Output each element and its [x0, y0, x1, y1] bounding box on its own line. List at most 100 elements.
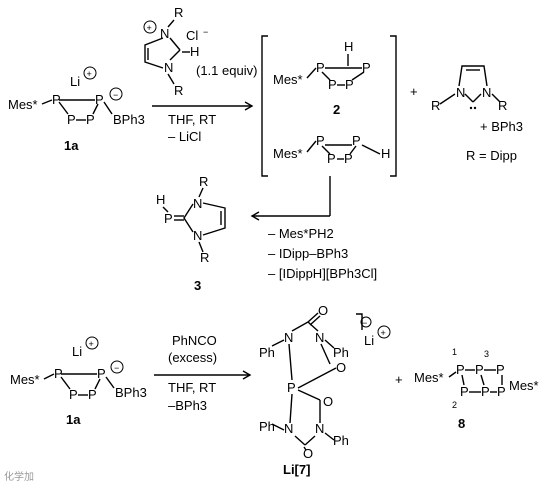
atom-n: N	[284, 421, 293, 436]
bond	[297, 389, 321, 401]
position-1: 1	[452, 347, 457, 357]
scheme1-second-arrow: – Mes*PH2 – IDipp–BPh3 – [IDippH][BPh3Cl…	[250, 176, 377, 281]
bond	[288, 343, 293, 381]
bond	[198, 241, 204, 253]
ring-bonds	[144, 37, 164, 69]
r-group: R	[174, 83, 183, 98]
bond	[361, 144, 381, 155]
bond	[461, 374, 465, 386]
loss-line: – Mes*PH2	[268, 226, 334, 241]
bph3-label: BPh3	[113, 112, 145, 127]
li-counterion: Li	[364, 333, 374, 348]
atom-n: N	[315, 330, 324, 345]
bond	[320, 343, 331, 365]
minus-sign: −	[362, 318, 367, 328]
bond	[439, 93, 456, 105]
bond	[472, 93, 482, 103]
atom-n: N	[193, 196, 202, 211]
bond	[289, 393, 293, 424]
scheme2-product-7: O N N Ph Ph O P O N N Ph Ph O − Li +	[259, 303, 391, 477]
compound-label-2: 2	[333, 102, 340, 117]
bond	[169, 49, 181, 61]
atom-o: O	[303, 446, 313, 461]
mes-label: Mes*	[509, 378, 539, 393]
bond	[306, 140, 317, 153]
bond	[58, 101, 69, 115]
loss-line: – IDipp–BPh3	[268, 246, 348, 261]
compound-label-3: 3	[194, 278, 201, 293]
plus-charge-icon	[83, 66, 97, 80]
mes-label: Mes*	[273, 72, 303, 87]
minus-sign: −	[114, 363, 119, 373]
scheme2-side-product-8: + Mes* P 1 P P 3 P 2 P P Mes* 8	[395, 347, 539, 431]
atom-p: P	[456, 362, 465, 377]
atom-p: P	[88, 387, 97, 402]
atom-o: O	[318, 303, 328, 318]
scheme2-reaction-arrow: PhNCO (excess) THF, RT –BPh3	[154, 333, 252, 413]
compound-label-1a: 1a	[64, 138, 79, 153]
ring-bonds	[183, 203, 194, 233]
ring-bonds	[202, 202, 226, 236]
atom-n: N	[315, 421, 324, 436]
atom-p: P	[95, 92, 104, 107]
atom-p: P	[52, 92, 61, 107]
bond	[60, 376, 71, 390]
bond	[103, 101, 113, 115]
minus-charge-icon	[360, 316, 372, 328]
atom-p: P	[475, 362, 484, 377]
atom-n: N	[456, 85, 465, 100]
r-group: R	[498, 98, 507, 113]
scheme1-intermediate-bracket: Mes* P P P P H 2 Mes* P P P P H	[261, 35, 397, 177]
bond	[105, 376, 115, 389]
mes-label: Mes*	[273, 146, 303, 161]
atom-n: N	[482, 85, 491, 100]
arrow-head-icon	[250, 211, 260, 221]
bond	[43, 373, 55, 380]
bond	[169, 37, 181, 51]
mes-label: Mes*	[10, 372, 40, 387]
atom-h: H	[190, 44, 199, 59]
reagent-line: PhNCO	[172, 333, 217, 348]
bond	[307, 321, 319, 332]
ring-bonds	[458, 65, 488, 87]
arrow-head-icon	[242, 370, 252, 380]
reagent-line: (excess)	[168, 350, 217, 365]
minus-sign: −	[113, 90, 118, 100]
atom-o: O	[336, 360, 346, 375]
bond	[324, 339, 335, 349]
bond	[162, 206, 169, 213]
scheme1-reactant-1a: Li + Mes* P P P P − BPh3 1a	[8, 66, 145, 153]
bond	[491, 93, 501, 103]
bond	[291, 321, 309, 332]
atom-n: N	[164, 60, 173, 75]
wedge-bond	[297, 367, 337, 389]
atom-p: P	[54, 366, 63, 381]
reagent-equiv: (1.1 equiv)	[196, 63, 257, 78]
atom-p: P	[328, 77, 337, 92]
atom-p: P	[287, 380, 296, 395]
condition-line: THF, RT	[168, 112, 216, 127]
atom-p: P	[316, 60, 325, 75]
atom-n: N	[193, 228, 202, 243]
position-2: 2	[452, 400, 457, 410]
double-bond	[309, 315, 321, 326]
bracket-right	[390, 35, 397, 177]
loss-line: – [IDippH][BPh3Cl]	[268, 266, 377, 281]
bond	[198, 187, 204, 198]
atom-o: O	[323, 394, 333, 409]
compound-label-li7: Li[7]	[283, 462, 310, 477]
bond	[167, 19, 175, 28]
atom-n: N	[284, 330, 293, 345]
double-bond	[307, 312, 319, 323]
bond	[294, 435, 306, 446]
scheme1-product-3: R N N H P R 3	[156, 174, 226, 293]
bond	[351, 71, 365, 81]
atom-p: P	[86, 112, 95, 127]
scheme1-reaction-arrow: THF, RT – LiCl	[152, 101, 254, 144]
plus-charge-icon	[85, 336, 99, 350]
minus-charge-icon	[109, 87, 123, 101]
atom-h: H	[381, 146, 390, 161]
bond	[167, 73, 175, 85]
plus-sign: +	[395, 372, 403, 387]
